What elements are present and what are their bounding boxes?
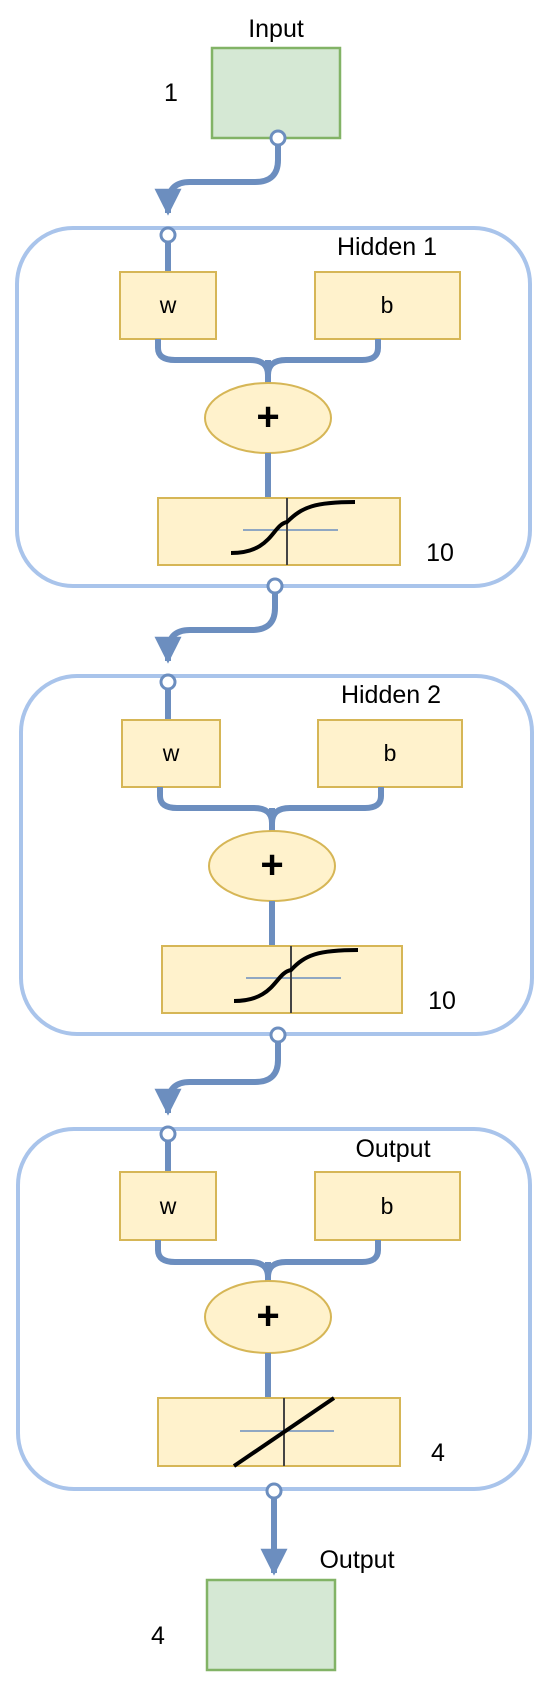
sum-label: +: [256, 1294, 279, 1338]
connector-wb-sum: [157, 787, 384, 834]
bias-box[interactable]: [314, 1171, 461, 1241]
layer-output[interactable]: Output w b + 4: [16, 1125, 532, 1491]
output-box: [205, 1578, 337, 1672]
port-layer-in: [159, 226, 177, 244]
bias-box[interactable]: [317, 719, 463, 788]
output-size: 4: [151, 1622, 165, 1650]
transfer-box[interactable]: [157, 497, 401, 566]
connector-hidden2-output: [154, 1035, 281, 1116]
input-node[interactable]: Input 1: [164, 15, 342, 140]
layer-size: 4: [431, 1439, 445, 1467]
layer-title: Hidden 1: [337, 233, 437, 261]
layer-title: Hidden 2: [341, 681, 441, 709]
transfer-box[interactable]: [161, 945, 403, 1014]
output-node[interactable]: Output 4: [151, 1546, 395, 1672]
bias-label: b: [381, 292, 394, 318]
input-box: [210, 46, 342, 140]
port-hidden1-out: [266, 577, 284, 595]
weight-label: w: [162, 740, 180, 766]
weight-label: w: [159, 1193, 177, 1219]
layer-hidden-2[interactable]: Hidden 2 w b + 10: [19, 673, 534, 1036]
input-size: 1: [164, 79, 178, 107]
bias-box[interactable]: [314, 271, 461, 340]
sigmoid-icon: [230, 498, 356, 565]
weight-box[interactable]: [121, 719, 221, 788]
port-layer-in: [159, 1125, 177, 1143]
weight-label: w: [159, 292, 177, 318]
layer-hidden-1[interactable]: Hidden 1 w b + 10: [15, 226, 532, 588]
output-label: Output: [319, 1546, 394, 1574]
layer-size: 10: [426, 539, 454, 567]
port-layer-in: [159, 673, 177, 691]
linear-icon: [232, 1396, 336, 1468]
input-label: Input: [248, 15, 304, 43]
weight-box[interactable]: [119, 1171, 217, 1241]
sigmoid-icon: [233, 946, 359, 1013]
connector-wb-sum: [155, 339, 381, 386]
connector-input-hidden1: [154, 138, 281, 216]
layer-title: Output: [355, 1135, 430, 1163]
bias-label: b: [384, 740, 397, 766]
port-hidden2-out: [269, 1026, 287, 1044]
port-input-out: [269, 129, 287, 147]
connector-wb-sum: [155, 1240, 381, 1282]
transfer-box[interactable]: [157, 1397, 401, 1467]
sum-label: +: [260, 843, 283, 887]
bias-label: b: [381, 1193, 394, 1219]
layer-size: 10: [428, 987, 456, 1015]
weight-box[interactable]: [119, 271, 217, 340]
port-output-out: [265, 1482, 283, 1500]
connector-hidden1-hidden2: [154, 586, 278, 664]
sum-label: +: [256, 395, 279, 439]
